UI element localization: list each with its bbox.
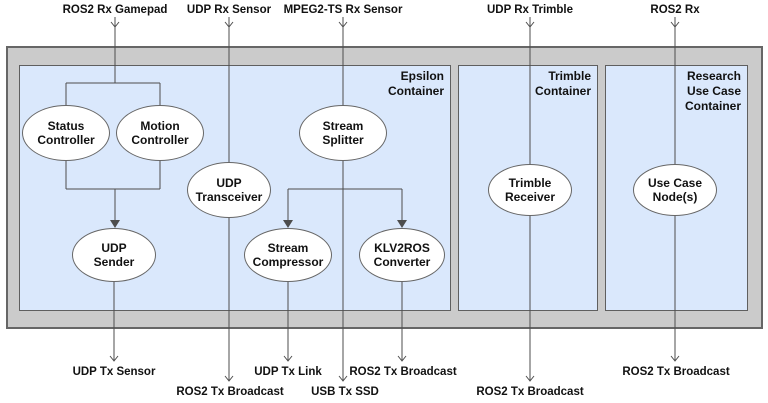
epsilon-container-label: Epsilon Container bbox=[387, 69, 444, 98]
edge-use-case bbox=[670, 17, 680, 362]
output-label-ros2-tx-broadcast-trimble: ROS2 Tx Broadcast bbox=[476, 386, 584, 398]
node-stream-splitter: Stream Splitter bbox=[299, 105, 387, 161]
edge-compressor-output bbox=[283, 278, 293, 362]
node-status-controller: Status Controller bbox=[22, 105, 110, 161]
input-label-ros2-rx: ROS2 Rx bbox=[650, 4, 700, 16]
edge-mpeg-splitter-outputs bbox=[283, 17, 407, 382]
output-label-udp-tx-link: UDP Tx Link bbox=[254, 366, 322, 378]
node-use-case-nodes: Use Case Node(s) bbox=[633, 164, 717, 216]
input-label-udp-rx-trimble: UDP Rx Trimble bbox=[486, 4, 574, 16]
output-label-ros2-tx-broadcast-klv: ROS2 Tx Broadcast bbox=[349, 366, 457, 378]
research-use-case-container-label: Research Use Case Container bbox=[684, 69, 741, 113]
input-label-ros2-rx-gamepad: ROS2 Rx Gamepad bbox=[62, 4, 168, 16]
edge-klv2ros-output bbox=[397, 278, 407, 362]
output-label-ros2-tx-broadcast-usecase: ROS2 Tx Broadcast bbox=[622, 366, 730, 378]
node-udp-transceiver: UDP Transceiver bbox=[187, 162, 271, 218]
output-label-ros2-tx-broadcast-transceiver: ROS2 Tx Broadcast bbox=[176, 386, 284, 398]
node-udp-sender: UDP Sender bbox=[72, 228, 156, 282]
node-motion-controller: Motion Controller bbox=[116, 105, 204, 161]
input-label-udp-rx-sensor: UDP Rx Sensor bbox=[186, 4, 272, 16]
node-trimble-receiver: Trimble Receiver bbox=[488, 164, 572, 216]
edge-udpsender-output bbox=[109, 278, 119, 362]
edge-gamepad-to-controllers bbox=[65, 17, 161, 228]
input-label-mpeg2-ts-rx-sensor: MPEG2-TS Rx Sensor bbox=[283, 4, 403, 16]
output-label-udp-tx-sensor: UDP Tx Sensor bbox=[72, 366, 156, 378]
edge-trimble-receiver bbox=[525, 17, 535, 382]
output-label-usb-tx-ssd: USB Tx SSD bbox=[311, 386, 379, 398]
edge-sensor-transceiver-broadcast bbox=[224, 17, 234, 382]
node-stream-compressor: Stream Compressor bbox=[244, 228, 332, 282]
node-klv2ros-converter: KLV2ROS Converter bbox=[359, 228, 445, 282]
trimble-container-label: Trimble Container bbox=[534, 69, 591, 98]
